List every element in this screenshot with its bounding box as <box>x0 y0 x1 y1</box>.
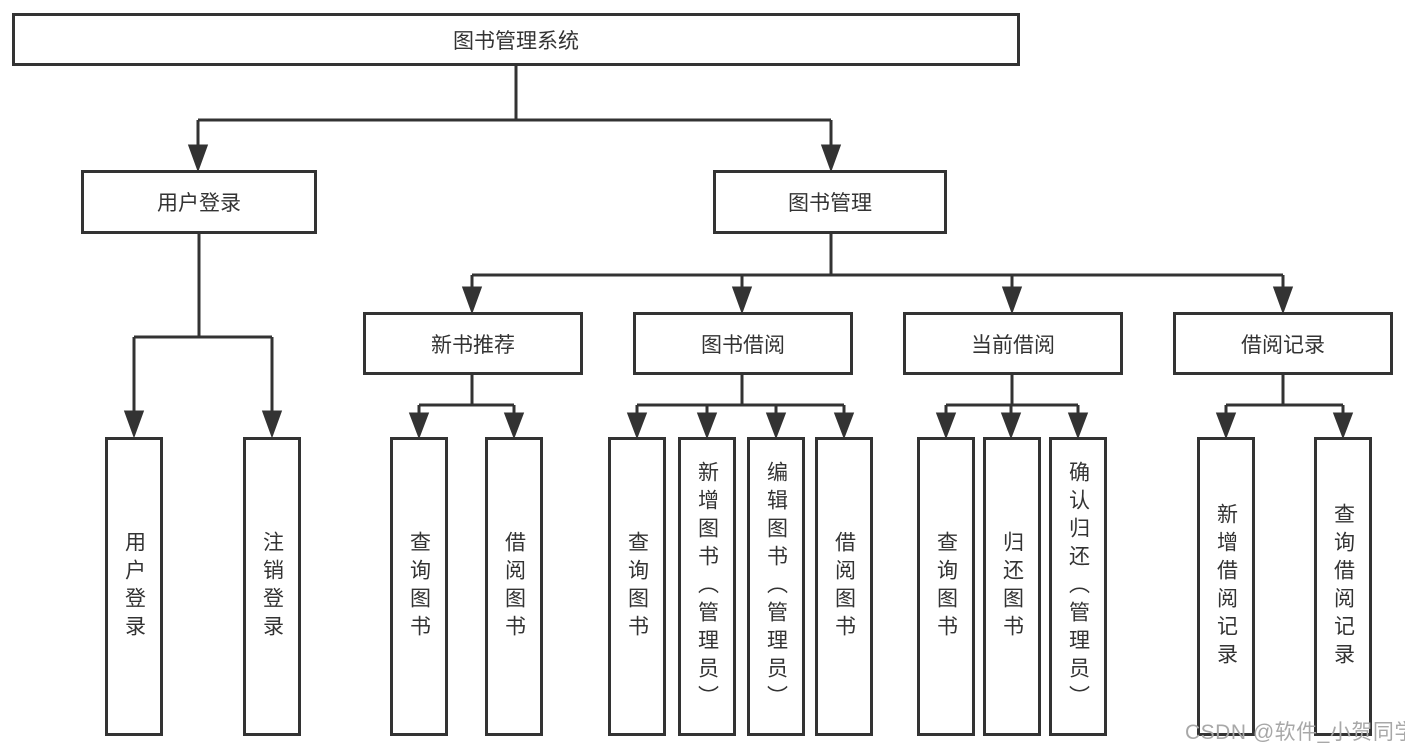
leaf-return-books: 归还图书 <box>983 437 1041 736</box>
node-root-library-management-system: 图书管理系统 <box>12 13 1020 66</box>
node-current-borrowing: 当前借阅 <box>903 312 1123 375</box>
edge-current-borrowing-to-leaves <box>935 375 1089 440</box>
leaf-user-login: 用户登录 <box>105 437 163 736</box>
edge-root-to-level2 <box>187 66 842 173</box>
leaf-confirm-return-admin: 确认归还（管理员） <box>1049 437 1107 736</box>
leaf-add-books-admin: 新增图书（管理员） <box>678 437 736 736</box>
leaf-edit-books-admin: 编辑图书（管理员） <box>747 437 805 736</box>
node-new-book-recommend: 新书推荐 <box>363 312 583 375</box>
leaf-borrow-books-borrowing: 借阅图书 <box>815 437 873 736</box>
edge-borrowing-records-to-leaves <box>1215 375 1354 440</box>
node-book-management: 图书管理 <box>713 170 947 234</box>
edge-user-login-to-leaves <box>123 234 283 439</box>
node-borrowing-records: 借阅记录 <box>1173 312 1393 375</box>
edge-new-book-to-leaves <box>408 375 525 440</box>
leaf-add-borrow-record: 新增借阅记录 <box>1197 437 1255 736</box>
leaf-query-books-newbook: 查询图书 <box>390 437 448 736</box>
node-book-borrowing: 图书借阅 <box>633 312 853 375</box>
leaf-query-books-current: 查询图书 <box>917 437 975 736</box>
leaf-logout: 注销登录 <box>243 437 301 736</box>
leaf-borrow-books-newbook: 借阅图书 <box>485 437 543 736</box>
leaf-query-borrow-record: 查询借阅记录 <box>1314 437 1372 736</box>
csdn-watermark: CSDN @软件_小贺同学 <box>1185 721 1405 744</box>
edge-book-borrowing-to-leaves <box>626 375 855 440</box>
node-user-login: 用户登录 <box>81 170 317 234</box>
leaf-query-books-borrowing: 查询图书 <box>608 437 666 736</box>
edge-book-management-to-level3 <box>461 234 1294 315</box>
